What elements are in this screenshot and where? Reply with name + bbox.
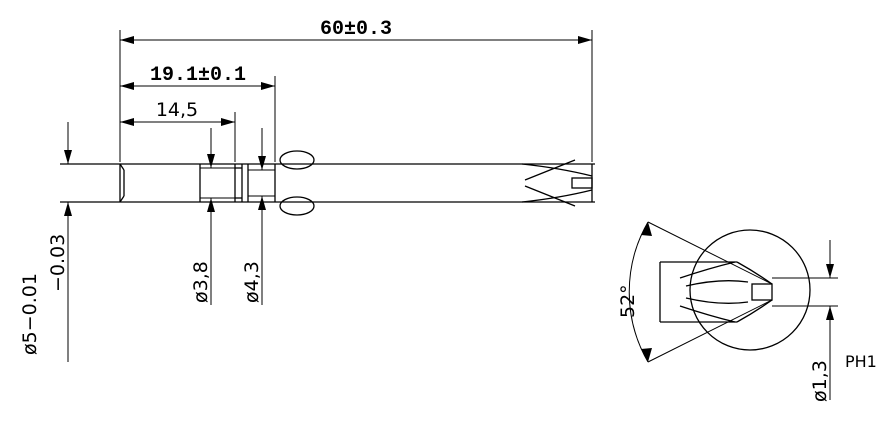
tip-angle-label: 52° [617, 284, 639, 318]
tip-detail-view: 52° ø1,3 PH1 [617, 221, 877, 402]
bit-body [60, 150, 595, 216]
shank-diameter-label: ø5−0.01 [19, 273, 41, 355]
dimension-shank-length: 14,5 [120, 99, 236, 162]
dimension-shank-diameter: ø5−0.01 −0.03 [19, 122, 72, 362]
dimension-collar-diameter: ø4,3 [241, 128, 266, 305]
tip-width-label: ø1,3 [809, 360, 831, 402]
dimension-tip-length: 19.1±0.1 [120, 64, 276, 162]
dimension-overall-length: 60±0.3 [119, 18, 593, 162]
tip-length-label: 19.1±0.1 [150, 64, 246, 87]
shank-length-label: 14,5 [156, 99, 198, 121]
shank-diameter-tolerance: −0.03 [47, 234, 69, 292]
tip-size-label: PH1 [845, 352, 877, 371]
collar-diameter-label: ø4,3 [241, 261, 263, 303]
groove-diameter-label: ø3,8 [190, 261, 212, 303]
dimension-groove-diameter: ø3,8 [190, 128, 215, 305]
overall-length-label: 60±0.3 [320, 18, 392, 41]
